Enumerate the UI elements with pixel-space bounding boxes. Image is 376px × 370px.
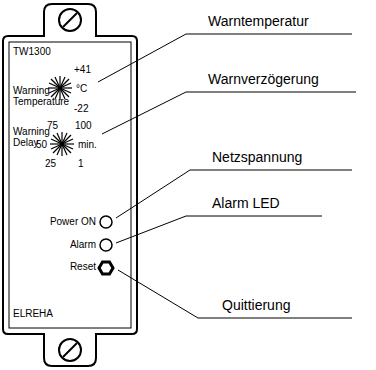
power-led bbox=[100, 216, 112, 228]
front-panel bbox=[9, 42, 131, 328]
callout-label: Netzspannung bbox=[212, 150, 302, 165]
scale-value: 100 bbox=[75, 120, 92, 131]
callout-label: Warnverzögerung bbox=[208, 72, 319, 87]
housing-outline bbox=[3, 4, 137, 366]
scale-value: -22 bbox=[74, 103, 88, 114]
scale-value: +41 bbox=[74, 64, 91, 75]
led-name: Power ON bbox=[14, 216, 96, 227]
leader-line bbox=[98, 34, 356, 318]
delay-dial bbox=[50, 132, 74, 156]
callout-label: Warntemperatur bbox=[208, 14, 309, 29]
screw bbox=[59, 339, 81, 361]
reset-button bbox=[99, 262, 113, 274]
scale-value: 75 bbox=[47, 120, 58, 131]
scale-value: 50 bbox=[36, 139, 47, 150]
screw bbox=[59, 9, 81, 31]
callout-label: Quittierung bbox=[222, 298, 290, 313]
brand-name: ELREHA bbox=[13, 308, 53, 319]
scale-value: 1 bbox=[78, 158, 84, 169]
unit: °C bbox=[76, 83, 87, 94]
model-name: TW1300 bbox=[13, 46, 51, 57]
button-name: Reset bbox=[14, 261, 96, 272]
dial-name: Warning Temperature bbox=[13, 85, 61, 107]
scale-value: 25 bbox=[45, 158, 56, 169]
callout-label: Alarm LED bbox=[212, 196, 280, 211]
alarm-led bbox=[100, 239, 112, 251]
led-name: Alarm bbox=[14, 239, 96, 250]
unit: min. bbox=[78, 139, 97, 150]
